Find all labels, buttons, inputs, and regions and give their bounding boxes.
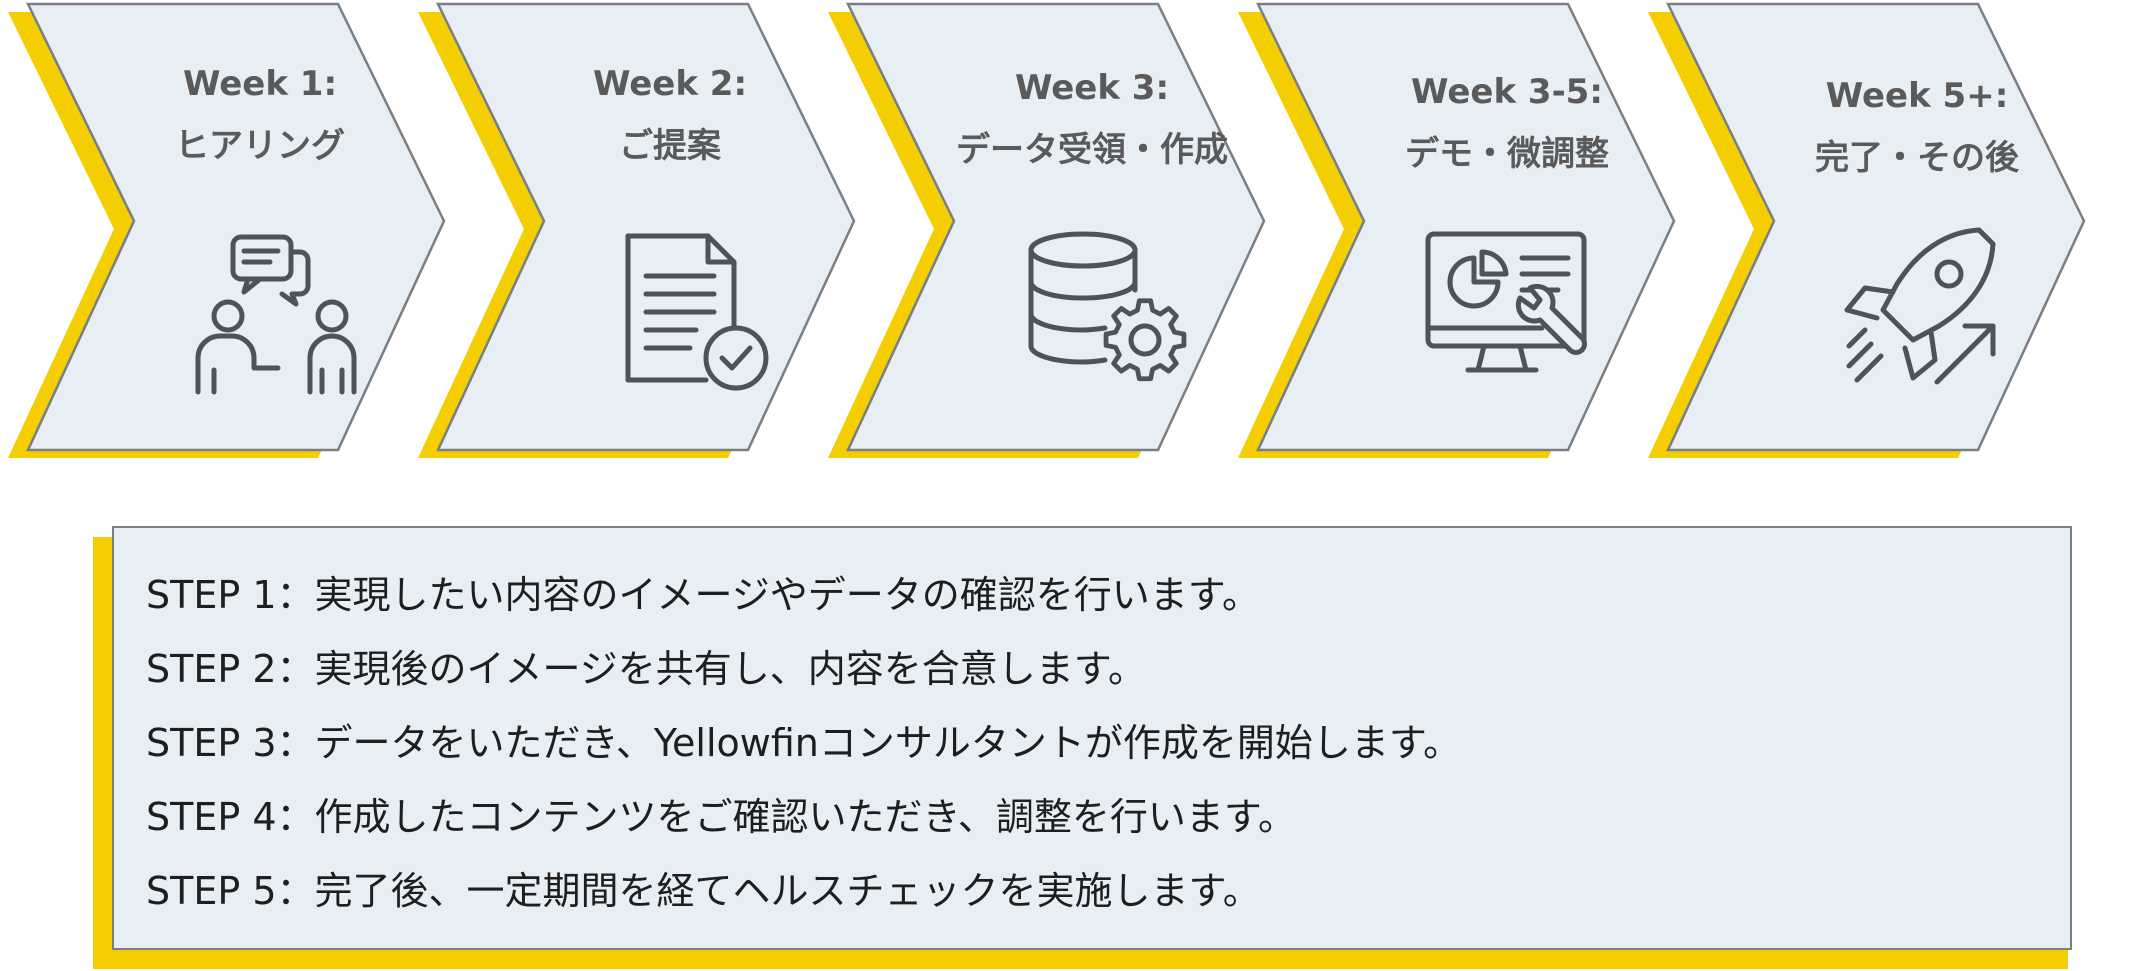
meeting-conversation-icon (195, 234, 357, 395)
step-2-description: STEP 2：実現後のイメージを共有し、内容を合意します。 (146, 647, 1146, 691)
step-week-label: Week 1: (182, 64, 338, 104)
step-title: ヒアリング (175, 126, 345, 166)
step-3-description: STEP 3：データをいただき、Yellowfinコンサルタントが作成を開始しま… (146, 721, 1462, 765)
step-1-description: STEP 1：実現したい内容のイメージやデータの確認を行います。 (146, 573, 1260, 617)
step-week-label: Week 5+: (1825, 76, 2009, 116)
process-step-3: Week 3: データ受領・作成 (820, 0, 1350, 470)
step-title: 完了・その後 (1815, 138, 2019, 178)
step-week-label: Week 3: (1014, 68, 1170, 108)
step-5-description: STEP 5：完了後、一定期間を経てヘルスチェックを実施します。 (146, 869, 1261, 913)
step-title: デモ・微調整 (1405, 134, 1609, 174)
approved-document-icon (625, 233, 769, 391)
process-step-1: Week 1: ヒアリング (0, 0, 530, 470)
step-title: ご提案 (619, 126, 721, 166)
process-step-4: Week 3-5: デモ・微調整 (1230, 0, 1760, 470)
step-description-panel: STEP 1：実現したい内容のイメージやデータの確認を行います。 STEP 2：… (112, 526, 2072, 950)
step-title: データ受領・作成 (956, 130, 1228, 170)
step-4-description: STEP 4：作成したコンテンツをご確認いただき、調整を行います。 (146, 795, 1297, 839)
step-week-label: Week 3-5: (1411, 72, 1603, 112)
process-step-5: Week 5+: 完了・その後 (1640, 0, 2135, 470)
monitor-chart-wrench-icon (1425, 231, 1587, 373)
process-step-2: Week 2: ご提案 (410, 0, 940, 470)
step-week-label: Week 2: (592, 64, 748, 104)
database-gear-icon (1028, 231, 1187, 382)
rocket-launch-icon (1844, 227, 1996, 385)
